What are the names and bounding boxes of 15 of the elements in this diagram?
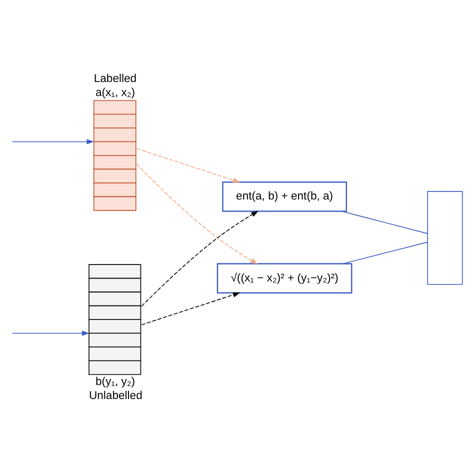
node-label: a(x₁, x₂) [95,86,136,98]
arrow [141,292,240,325]
node-box: ent(a, b) + ent(b, a) [222,181,347,212]
arrow [136,163,258,264]
node-label: b(y₁, y₂) [95,376,136,388]
arrow [141,210,259,306]
connector [341,210,428,234]
connector [342,241,428,264]
node-label: Labelled [94,72,137,85]
arrow [12,138,94,144]
arrow [12,330,90,336]
node-box [427,190,463,284]
node-label: Unlabelled [88,389,142,402]
arrow [136,148,240,182]
node-box: √((x₁ − x₂)² + (y₁−y₂)²) [216,262,352,293]
